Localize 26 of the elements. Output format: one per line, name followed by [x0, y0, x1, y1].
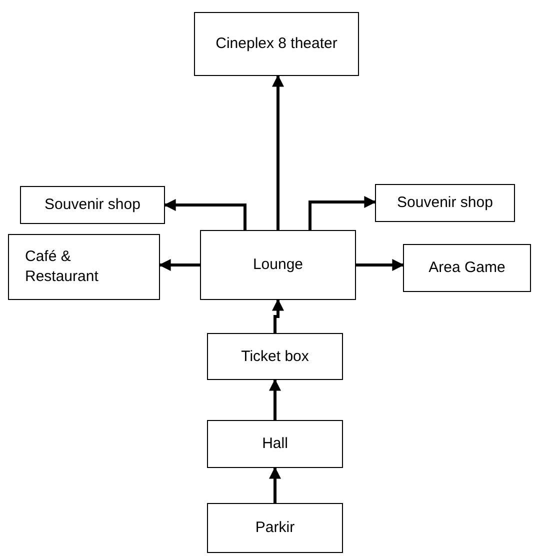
box-label: Ticket box [241, 346, 309, 366]
arrow [269, 466, 281, 503]
process-box [375, 184, 515, 222]
box-label: Hall [262, 434, 288, 454]
process-box [194, 12, 359, 76]
arrow [164, 199, 246, 230]
process-box [207, 420, 343, 468]
box-label: Cineplex 8 theater [216, 34, 338, 54]
arrow [272, 74, 284, 230]
box-label: Parkir [255, 518, 295, 538]
box-label: Area Game [428, 258, 506, 278]
arrow [308, 196, 376, 230]
box-label: Souvenir shop [44, 195, 140, 215]
box-label: Café & Restaurant [25, 247, 100, 287]
arrow [272, 298, 284, 333]
process-box [8, 234, 160, 300]
arrow [356, 259, 404, 271]
process-box [200, 230, 356, 300]
box-label: Lounge [252, 255, 304, 275]
process-box [20, 186, 165, 224]
box-label: Souvenir shop [397, 193, 493, 213]
process-box [403, 244, 531, 292]
process-box [207, 503, 343, 553]
arrow [269, 378, 281, 420]
process-box [207, 333, 343, 380]
arrow [158, 259, 200, 271]
